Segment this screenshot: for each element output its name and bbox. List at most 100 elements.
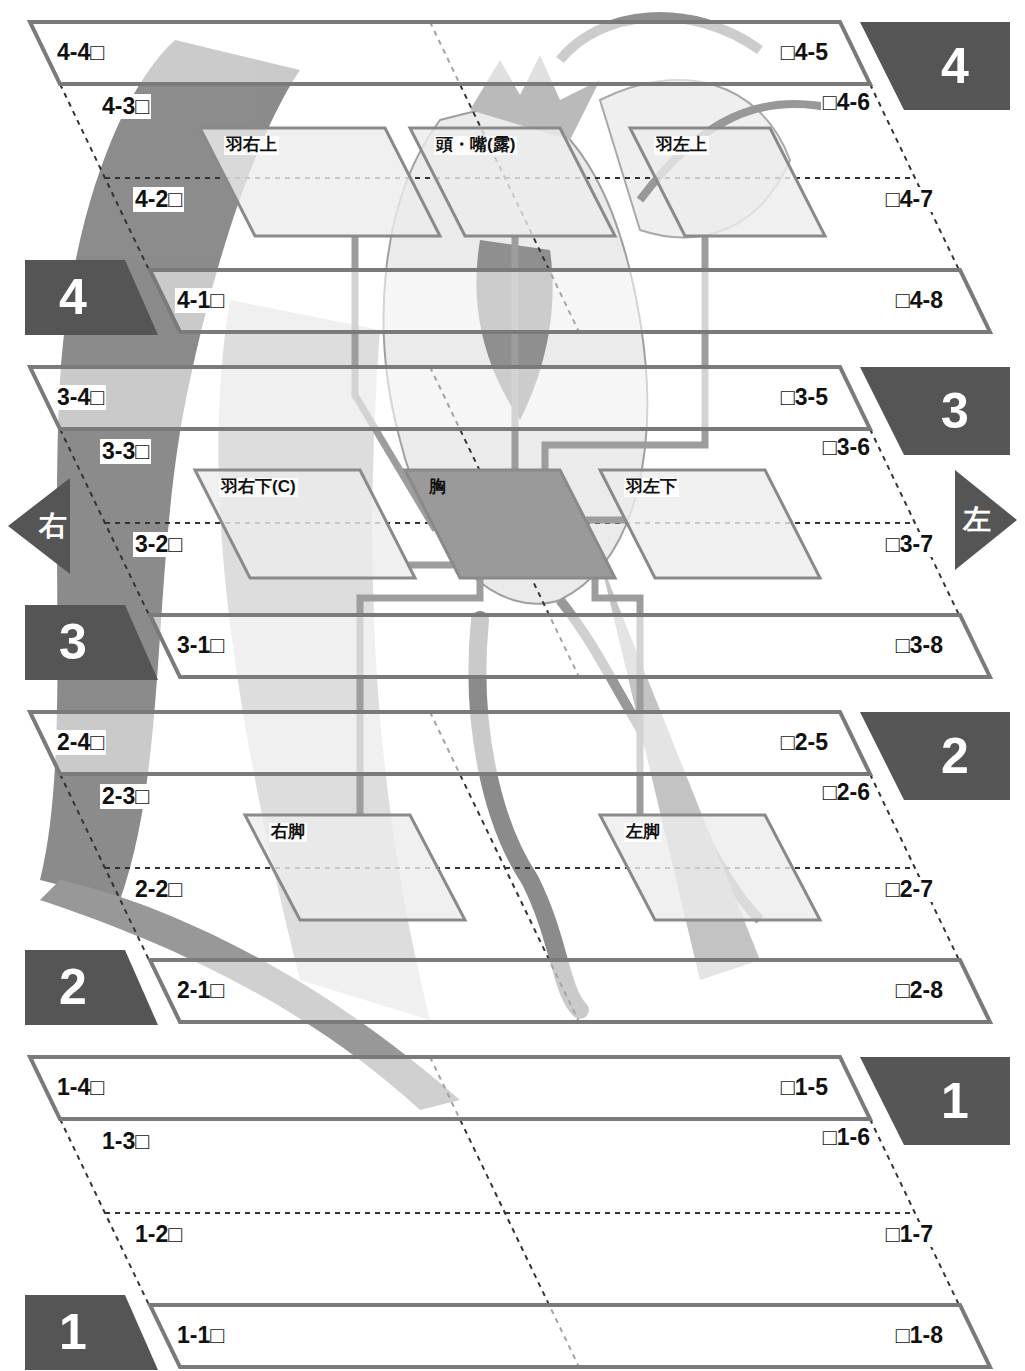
group-number: 4 — [59, 270, 87, 325]
body-part-box: 羽左上 — [630, 128, 825, 236]
group-number: 3 — [941, 384, 969, 439]
node-shape — [860, 1057, 1010, 1145]
roll-number: 1-4□ — [55, 1075, 106, 1100]
node-shape — [600, 815, 820, 920]
node-outline — [150, 270, 990, 332]
roll-number: 3-3□ — [100, 439, 151, 464]
roll-number: □4-8 — [894, 288, 945, 313]
direction-label: 左 — [963, 505, 991, 536]
node-outline — [25, 950, 158, 1025]
roll-number: □3-7 — [884, 532, 935, 557]
node-outline — [25, 605, 158, 680]
roll-number: 4-1□ — [175, 288, 226, 313]
group-number: 3 — [59, 615, 87, 670]
node-shape — [245, 815, 465, 920]
roll-number: □2-7 — [884, 877, 935, 902]
roll-number: □4-7 — [884, 187, 935, 212]
group-number: 1 — [941, 1074, 969, 1129]
group-badge: 1 — [25, 1295, 158, 1370]
part-name: 右脚 — [269, 823, 307, 842]
group-badge: 3 — [860, 367, 1010, 455]
node-shape — [25, 1295, 158, 1370]
node-shape — [860, 712, 1010, 800]
node-shape — [195, 470, 415, 578]
node-shape — [955, 470, 1017, 570]
node-outline — [860, 1057, 1010, 1145]
node-outline — [30, 1057, 870, 1119]
group-badge: 1 — [860, 1057, 1010, 1145]
roll-number: □1-5 — [779, 1075, 830, 1100]
roll-number: □2-8 — [894, 978, 945, 1003]
node-shape — [30, 1057, 870, 1119]
node-outline — [25, 260, 158, 335]
node-outline — [860, 367, 1010, 455]
group-badge: 4 — [25, 260, 158, 335]
node-shape — [150, 615, 990, 677]
node-shape — [30, 367, 870, 429]
roll-number: □1-6 — [821, 1125, 872, 1150]
node-shape — [30, 22, 870, 84]
node-shape — [860, 367, 1010, 455]
node-shape — [25, 605, 158, 680]
roll-number: □3-8 — [894, 633, 945, 658]
roll-band: 4-1□ □4-8 — [150, 270, 990, 332]
roll-number: 1-2□ — [133, 1222, 184, 1247]
node-shape — [25, 950, 158, 1025]
group-number: 1 — [59, 1305, 87, 1360]
roll-number: 3-4□ — [55, 385, 106, 410]
node-outline — [860, 712, 1010, 800]
node-shape — [150, 960, 990, 1022]
body-part-box: 羽左下 — [600, 470, 820, 578]
roll-number: □3-6 — [821, 435, 872, 460]
roll-band: 2-4□□2-5 — [30, 712, 870, 774]
body-part-box: 羽右下(C) — [195, 470, 415, 578]
node-outline — [30, 712, 870, 774]
roll-number: 2-3□ — [100, 784, 151, 809]
part-name: 胸 — [429, 478, 446, 497]
node-shape — [150, 270, 990, 332]
roll-number: □3-5 — [779, 385, 830, 410]
node-shape — [600, 470, 820, 578]
body-part-box: 胸 — [405, 470, 615, 578]
roll-number: □2-5 — [779, 730, 830, 755]
connector-line — [585, 517, 625, 524]
part-name: 羽右下(C) — [219, 478, 298, 497]
roll-number: 1-3□ — [100, 1129, 151, 1154]
connector-line — [408, 562, 453, 569]
roll-number: 4-4□ — [55, 40, 106, 65]
node-outline — [30, 22, 870, 84]
roll-band: 1-4□ □1-5 — [30, 1057, 870, 1119]
part-name: 羽左上 — [654, 136, 709, 155]
body-part-box: 頭・嘴(露) — [410, 128, 615, 236]
roll-number: □1-8 — [894, 1323, 945, 1348]
node-outline — [25, 1295, 158, 1370]
roll-band: 1-1□ □1-8 — [150, 1305, 990, 1367]
node-shape — [860, 22, 1010, 110]
roll-number: 2-2□ — [133, 877, 184, 902]
roll-band: 3-1□□3-8 — [150, 615, 990, 677]
direction-label: 右 — [39, 511, 67, 542]
roll-band: 4-4□□4-5 — [30, 22, 870, 84]
group-badge: 3 — [25, 605, 158, 680]
roll-number: 4-2□ — [133, 187, 184, 212]
part-name: 頭・嘴(露) — [434, 136, 517, 155]
node-shape — [150, 1305, 990, 1367]
node-outline — [150, 1305, 990, 1367]
group-badge: 2 — [25, 950, 158, 1025]
group-badge: 2 — [860, 712, 1010, 800]
direction-arrow: 右 — [8, 478, 70, 574]
node-outline — [30, 367, 870, 429]
roll-number: 1-1□ — [175, 1323, 226, 1348]
node-shape — [8, 478, 70, 574]
roll-number: □1-7 — [884, 1222, 935, 1247]
node-shape — [405, 470, 615, 578]
node-shape — [630, 128, 825, 236]
roll-number: 3-2□ — [133, 532, 184, 557]
roll-band: 3-4□ □3-5 — [30, 367, 870, 429]
roll-number: 2-1□ — [175, 978, 226, 1003]
node-shape — [200, 128, 440, 236]
node-outline — [150, 615, 990, 677]
row-guides — [60, 22, 959, 1367]
part-name: 羽右上 — [224, 136, 279, 155]
